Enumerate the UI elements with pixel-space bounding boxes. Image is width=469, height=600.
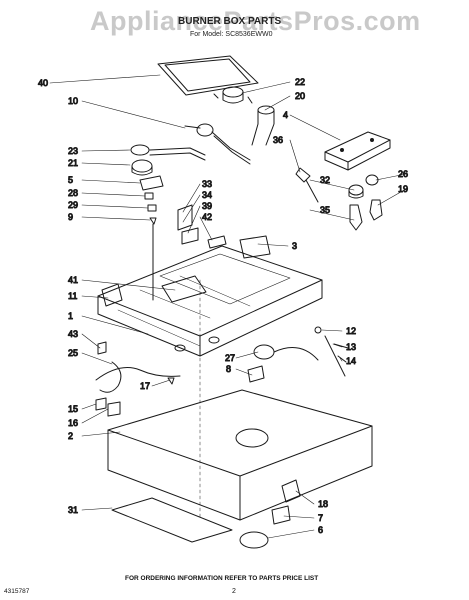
part-32-valve <box>348 184 364 199</box>
callout-39: 39 <box>202 201 212 211</box>
callout-10: 10 <box>68 96 78 106</box>
callout-18: 18 <box>318 499 328 509</box>
part-6-plug <box>239 531 269 549</box>
callout-5: 5 <box>68 175 73 185</box>
callout-35: 35 <box>320 205 330 215</box>
callout-36: 36 <box>273 135 283 145</box>
part-18-bracket <box>281 479 301 503</box>
part-22-burner-head <box>213 86 253 104</box>
part-43-clip <box>97 341 107 355</box>
part-1-burner-box <box>97 245 323 357</box>
part-28-clip <box>144 192 154 200</box>
part-20-burner <box>251 105 275 146</box>
part-7-clip <box>271 505 291 525</box>
part-36-switch-arm <box>295 167 319 203</box>
watermark: AppliancePartsPros.com <box>90 6 421 36</box>
part-8-bracket <box>247 365 265 383</box>
callout-12: 12 <box>346 326 356 336</box>
callout-41: 41 <box>68 275 78 285</box>
part-31-bottom-plate <box>111 497 233 543</box>
part-26-valve-knob <box>365 174 379 186</box>
part-40-grate <box>157 55 259 96</box>
part-17-screw <box>167 377 175 385</box>
part-15-clip <box>95 397 107 411</box>
callout-6: 6 <box>318 525 323 535</box>
callout-11: 11 <box>68 291 77 301</box>
part-19-valve <box>369 199 383 221</box>
part-25-wire-harness <box>95 361 181 393</box>
part-11-bracket <box>101 283 123 307</box>
callout-4: 4 <box>283 110 288 120</box>
callout-33: 33 <box>202 179 212 189</box>
callout-13: 13 <box>346 342 356 352</box>
callout-40: 40 <box>38 78 48 88</box>
part-3-plate <box>239 235 271 259</box>
part-16-clip <box>107 401 121 417</box>
callout-21: 21 <box>68 158 78 168</box>
callout-29: 29 <box>68 200 78 210</box>
part-5-bracket <box>139 175 164 191</box>
callout-23: 23 <box>68 146 78 156</box>
callout-17: 17 <box>140 381 150 391</box>
part-2-pan <box>107 389 373 521</box>
part-35-valve <box>349 204 363 231</box>
callout-22: 22 <box>295 77 305 87</box>
callout-25: 25 <box>68 348 78 358</box>
part-9-screw <box>149 217 157 301</box>
callout-7: 7 <box>318 513 323 523</box>
part-27-spark-module <box>253 344 319 361</box>
document-number: 4315787 <box>4 588 30 595</box>
ordering-info-note: FOR ORDERING INFORMATION REFER TO PARTS … <box>125 575 319 582</box>
callout-31: 31 <box>68 505 78 515</box>
callout-34: 34 <box>202 190 212 200</box>
callout-9: 9 <box>68 212 73 222</box>
callout-3: 3 <box>292 241 297 251</box>
part-4-bracket <box>324 131 391 171</box>
callout-27: 27 <box>225 353 235 363</box>
part-21-burner <box>131 159 153 176</box>
part-23-burner-tube <box>130 144 206 161</box>
callout-32: 32 <box>320 175 330 185</box>
callout-43: 43 <box>68 329 78 339</box>
model-label: For Model: SC8536EWW0 <box>190 31 273 38</box>
callout-labels: 40 22 20 10 4 23 36 21 26 32 19 5 33 34 … <box>38 77 409 536</box>
callout-28: 28 <box>68 188 78 198</box>
callout-8: 8 <box>226 364 231 374</box>
callout-42: 42 <box>202 212 212 222</box>
part-42-grommet <box>207 235 227 249</box>
callout-2: 2 <box>68 431 73 441</box>
page-title: BURNER BOX PARTS <box>178 16 282 27</box>
part-29-clip <box>147 204 157 212</box>
part-10-burner-valve <box>184 123 251 165</box>
part-12-13-14-electrode <box>314 326 349 377</box>
callout-19: 19 <box>398 184 408 194</box>
callout-15: 15 <box>68 404 78 414</box>
part-41-heat-shield <box>161 275 207 303</box>
callout-16: 16 <box>68 418 78 428</box>
leader-lines <box>49 74 407 539</box>
part-33-34-mounts <box>177 204 199 245</box>
callout-20: 20 <box>295 91 305 101</box>
callout-14: 14 <box>346 356 356 366</box>
page-number: 2 <box>232 588 236 595</box>
callout-26: 26 <box>398 169 408 179</box>
callout-1: 1 <box>68 311 73 321</box>
